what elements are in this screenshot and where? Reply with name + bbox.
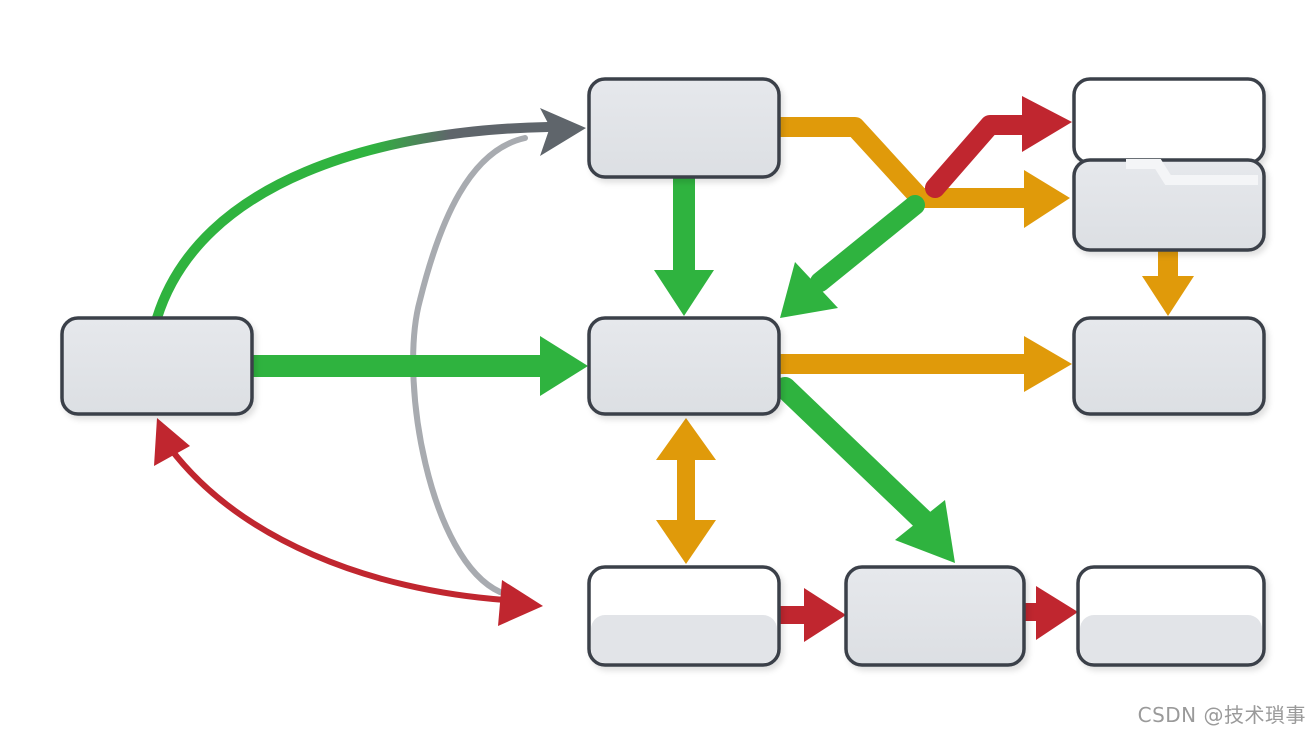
arrowhead-bottom-center-top	[895, 500, 955, 563]
arrowhead-bottom-left-top	[656, 520, 716, 564]
folder-tab-icon	[1126, 159, 1258, 185]
edge-center-middle-to-bottom-center	[774, 377, 936, 533]
edge-left-to-center-top	[152, 122, 553, 323]
arrowhead-center-top-left	[540, 108, 586, 156]
edge-elbow-to-right-top	[925, 115, 1040, 198]
arrowhead-center-middle-bottom	[656, 418, 716, 460]
arrowhead-right-top	[1022, 96, 1072, 152]
node-right-top	[1072, 77, 1266, 165]
edge-gray-curve	[410, 135, 528, 595]
node-bottom-right	[1076, 565, 1266, 667]
node-center-middle	[587, 316, 781, 416]
edge-left-middle-bottom-left-bidir	[167, 445, 508, 603]
arrowhead-right-middle-top	[1142, 276, 1194, 316]
watermark: CSDN @技术瑣事	[1137, 703, 1306, 727]
node-bottom-center	[844, 565, 1026, 667]
node-right-upper	[1072, 158, 1266, 252]
edge-elbow-to-center-middle	[810, 195, 925, 292]
arrowhead-center-middle-topright	[780, 262, 838, 318]
node-left-middle	[60, 316, 254, 416]
arrowhead-bottom-right-left	[1036, 586, 1078, 640]
node-lower-band	[591, 615, 777, 663]
arrowhead-bottom-center-left	[804, 588, 846, 642]
arrowhead-left-middle-bottom	[154, 418, 190, 466]
node-lower-band	[1080, 615, 1262, 663]
edge-center-top-to-right-upper	[780, 117, 1030, 208]
arrowhead-bottom-left-curve	[498, 580, 543, 626]
node-right-middle	[1072, 316, 1266, 416]
arrowhead-right-middle-left	[1024, 336, 1072, 392]
node-center-top	[587, 77, 781, 179]
arrowhead-right-upper	[1024, 170, 1070, 228]
arrowhead-center-middle-left	[540, 336, 588, 396]
node-bottom-left	[587, 565, 781, 667]
arrowhead-center-middle-top	[654, 270, 714, 316]
